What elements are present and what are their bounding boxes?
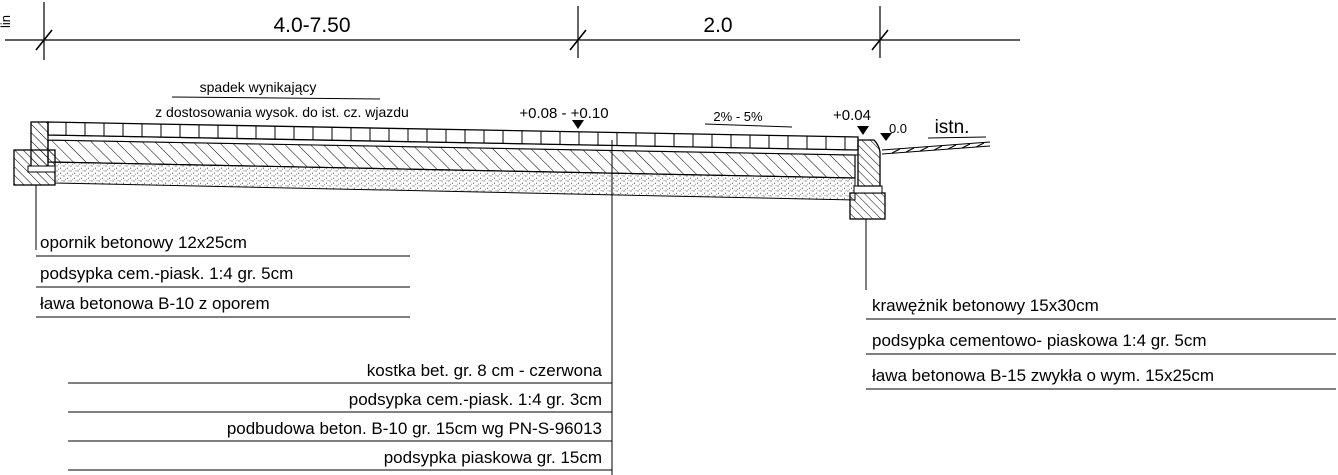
slope-note-line2: z dostosowania wysok. do ist. cz. wjazdu: [155, 104, 409, 120]
paving-block-joints: [65, 122, 846, 150]
right-kerb: [857, 139, 881, 187]
dimension-line: [5, 2, 1020, 60]
legend-center-item: podbudowa beton. B-10 gr. 15cm wg PN-S-9…: [227, 419, 602, 438]
left-edge-restraint: [13, 121, 56, 250]
elevation-curb: +0.04: [833, 107, 871, 124]
dimension-left-span: 4.0-7.50: [273, 14, 350, 37]
right-bedding: [853, 185, 883, 194]
legend-left-item: podsypka cem.-piask. 1:4 gr. 5cm: [40, 264, 293, 283]
elevation-zero-marker: [880, 133, 892, 141]
legend-right-item: krawężnik betonowy 15x30cm: [872, 296, 1099, 315]
right-edge-kerb: [849, 139, 991, 290]
pavement-section: [47, 121, 859, 201]
elevation-existing-underline: [927, 136, 987, 139]
legend-left-item: ława betonowa B-10 z oporem: [40, 294, 270, 313]
legend-left-item: opornik betonowy 12x25cm: [40, 233, 247, 252]
legend-left: opornik betonowy 12x25cm podsypka cem.-p…: [36, 233, 410, 318]
dimension-right-span: 2.0: [703, 14, 732, 37]
legend-center: kostka bet. gr. 8 cm - czerwona podsypka…: [68, 361, 612, 471]
elevation-existing: istn.: [935, 117, 970, 138]
left-bedding: [27, 165, 56, 173]
legend-right-item: podsypka cementowo- piaskowa 1:4 gr. 5cm: [872, 331, 1207, 350]
right-foundation-bench: [849, 192, 886, 220]
legend-right: krawężnik betonowy 15x30cm podsypka ceme…: [866, 296, 1336, 390]
left-edging: [30, 121, 49, 171]
elevation-mid-marker: [572, 120, 584, 129]
legend-center-item: kostka bet. gr. 8 cm - czerwona: [367, 361, 603, 380]
slope-note-line1: spadek wynikający: [200, 79, 317, 95]
slope-right-arrow: [704, 123, 793, 128]
slope-right: 2% - 5%: [713, 109, 763, 124]
legend-center-item: podsypka piaskowa gr. 15cm: [384, 448, 602, 467]
elevation-mid: +0.08 - +0.10: [519, 105, 608, 122]
legend-center-item: podsypka cem.-piask. 1:4 gr. 3cm: [349, 390, 602, 409]
elevation-curb-marker: [857, 126, 869, 135]
slope-note-arrow: [171, 96, 381, 100]
corner-label: lin: [0, 15, 13, 28]
elevation-zero: 0.0: [889, 121, 907, 136]
legend-right-item: ława betonowa B-15 zwykła o wym. 15x25cm: [872, 366, 1214, 385]
